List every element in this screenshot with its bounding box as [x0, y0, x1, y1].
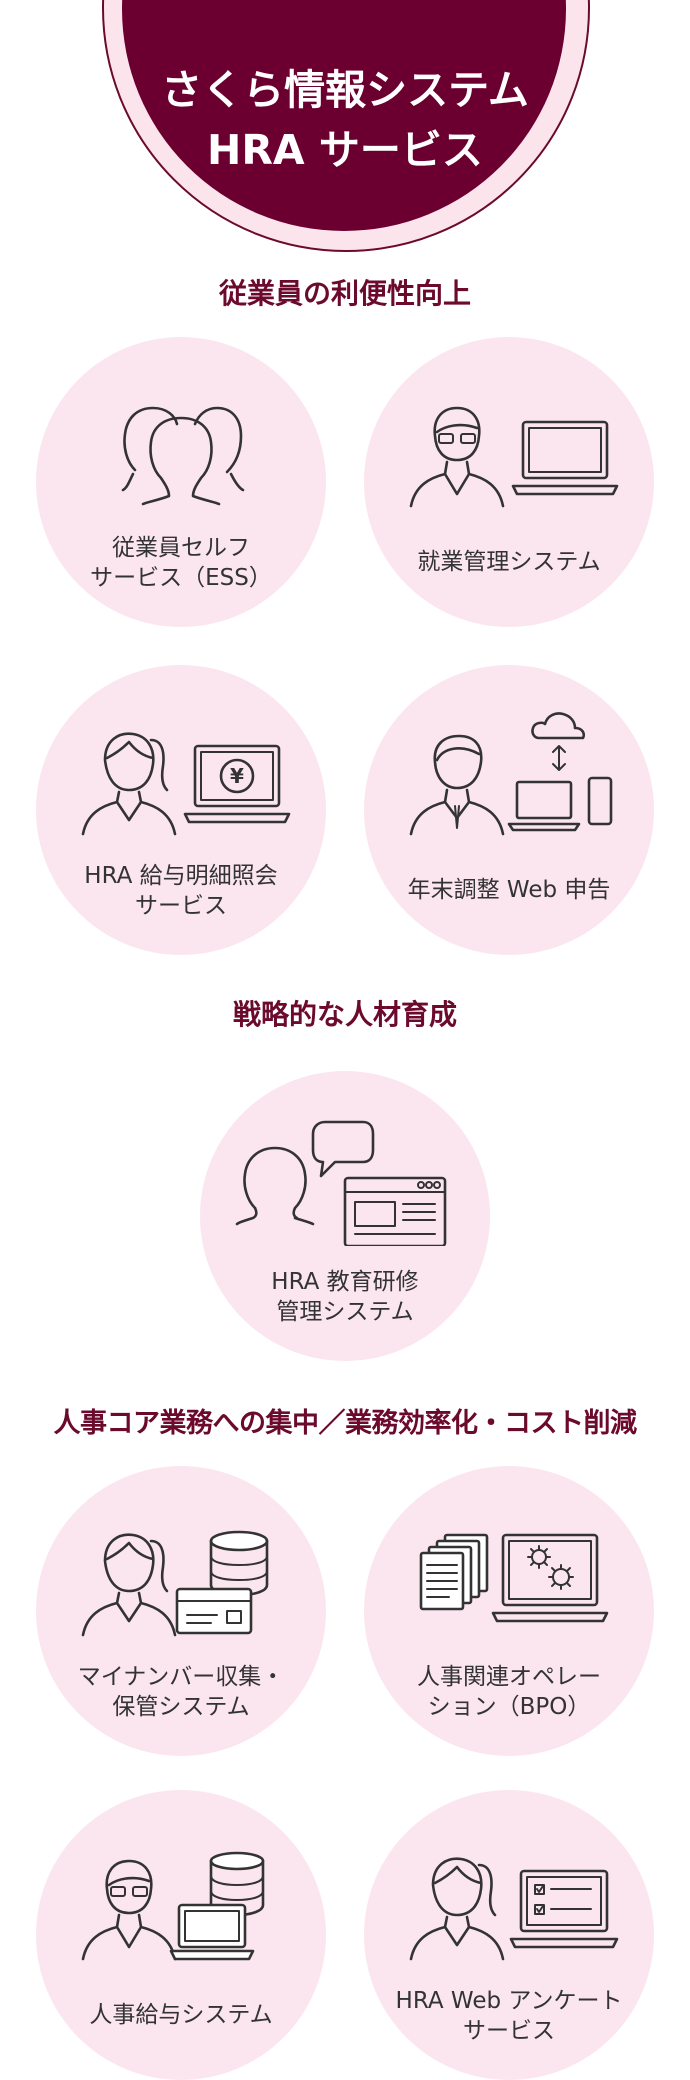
service-bpo[interactable]: 人事関連オペレー ション（BPO） [364, 1466, 654, 1756]
service-web-survey[interactable]: HRA Web アンケート サービス [364, 1790, 654, 2080]
service-attendance-label: 就業管理システム [364, 547, 654, 577]
service-web-survey-label: HRA Web アンケート サービス [364, 1986, 654, 2046]
service-attendance[interactable]: 就業管理システム [364, 337, 654, 627]
label-line: 人事給与システム [89, 2002, 273, 2028]
section-heading-talent: 戦略的な人材育成 [232, 998, 457, 1031]
service-mynumber[interactable]: マイナンバー収集・ 保管システム [36, 1466, 326, 1756]
label-line: HRA Web アンケート [395, 1988, 623, 2014]
label-line: マイナンバー収集・ [77, 1664, 285, 1690]
service-payslip-label: HRA 給与明細照会 サービス [36, 861, 326, 921]
person-database-card-icon [81, 1530, 269, 1637]
service-year-end-adjustment-label: 年末調整 Web 申告 [364, 875, 654, 905]
hero-title-line1: さくら情報システム [161, 66, 529, 114]
section-heading-convenience: 従業員の利便性向上 [218, 277, 471, 310]
label-line: 就業管理システム [417, 549, 601, 575]
service-bpo-label: 人事関連オペレー ション（BPO） [364, 1662, 654, 1722]
person-yen-laptop-icon: ¥ [81, 732, 291, 836]
label-line: サービス [463, 2018, 555, 2044]
label-line: ション（BPO） [427, 1694, 591, 1720]
label-line: サービス（ESS） [90, 565, 272, 591]
service-payroll[interactable]: 人事給与システム [36, 1790, 326, 2080]
hero-title: さくら情報システム HRA サービス [0, 60, 690, 180]
service-training[interactable]: HRA 教育研修 管理システム [200, 1071, 490, 1361]
service-training-label: HRA 教育研修 管理システム [200, 1267, 490, 1327]
person-checklist-laptop-icon [409, 1857, 619, 1961]
label-line: HRA 給与明細照会 [84, 863, 278, 889]
label-line: 保管システム [112, 1694, 250, 1720]
section-heading-efficiency: 人事コア業務への集中／業務効率化・コスト削減 [53, 1408, 638, 1439]
person-laptop-icon [409, 406, 619, 508]
service-payroll-label: 人事給与システム [36, 2000, 326, 2030]
person-cloud-devices-icon [409, 712, 613, 836]
label-line: 年末調整 Web 申告 [407, 877, 611, 903]
label-line: 従業員セルフ [112, 535, 250, 561]
label-line: サービス [135, 893, 227, 919]
label-line: HRA 教育研修 [271, 1269, 419, 1295]
hero-title-line2: HRA サービス [207, 126, 483, 174]
person-database-laptop-icon [81, 1851, 265, 1961]
service-mynumber-label: マイナンバー収集・ 保管システム [36, 1662, 326, 1722]
label-line: 人事関連オペレー [417, 1664, 601, 1690]
label-line: 管理システム [276, 1299, 414, 1325]
documents-gear-laptop-icon [419, 1533, 609, 1623]
people-icon [121, 406, 245, 506]
service-ess-label: 従業員セルフ サービス（ESS） [36, 533, 326, 593]
service-ess[interactable]: 従業員セルフ サービス（ESS） [36, 337, 326, 627]
service-year-end-adjustment[interactable]: 年末調整 Web 申告 [364, 665, 654, 955]
svg-text:¥: ¥ [230, 764, 244, 788]
service-payslip[interactable]: ¥ HRA 給与明細照会 サービス [36, 665, 326, 955]
person-chat-browser-icon [235, 1120, 447, 1246]
